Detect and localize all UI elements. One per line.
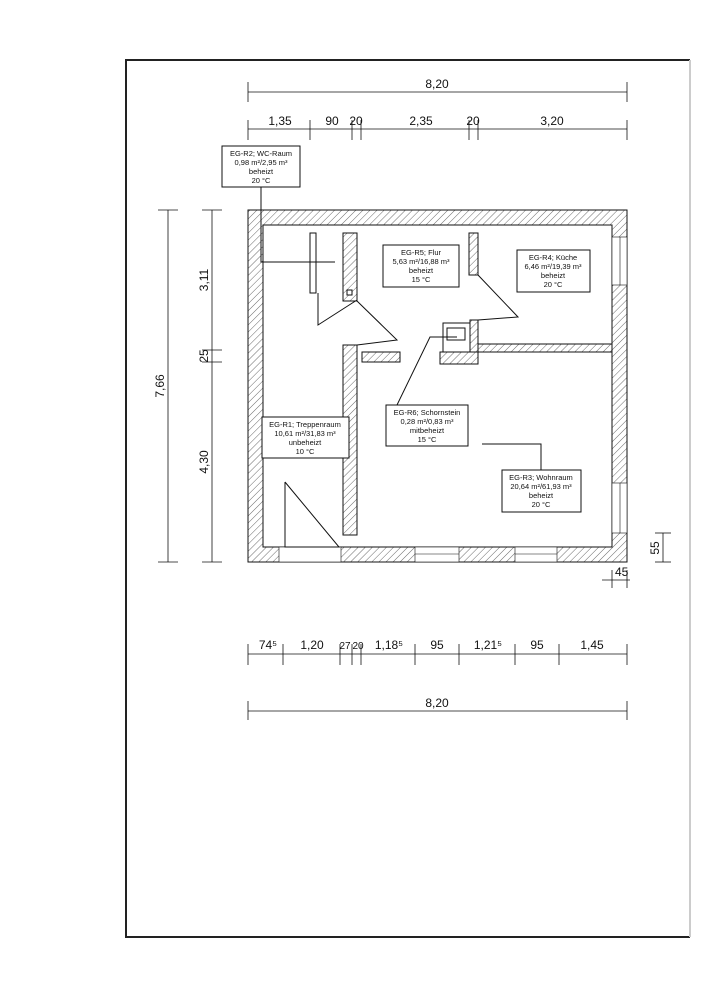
dim-left-1: 3,11 (197, 268, 211, 291)
dim-bottom-8: 95 (530, 638, 544, 652)
svg-text:0,28 m²/0,83 m³: 0,28 m²/0,83 m³ (401, 417, 454, 426)
dim-right-wall: 45 (615, 565, 629, 579)
svg-text:beheizt: beheizt (529, 491, 554, 500)
dim-top-4: 2,35 (409, 114, 433, 128)
svg-text:EG-R3; Wohnraum: EG-R3; Wohnraum (509, 473, 573, 482)
dim-bottom-2: 1,20 (300, 638, 324, 652)
svg-text:EG-R5; Flur: EG-R5; Flur (401, 248, 442, 257)
dim-bottom-6: 95 (430, 638, 444, 652)
building (247, 209, 628, 563)
top-dimensions (247, 82, 628, 140)
svg-text:20 °C: 20 °C (544, 280, 563, 289)
dim-top-total: 8,20 (425, 77, 449, 91)
svg-text:EG-R6; Schornstein: EG-R6; Schornstein (394, 408, 461, 417)
svg-text:5,63 m²/16,88 m³: 5,63 m²/16,88 m³ (392, 257, 450, 266)
right-dimensions (602, 532, 671, 588)
svg-text:beheizt: beheizt (541, 271, 566, 280)
svg-text:10 °C: 10 °C (296, 447, 315, 456)
room-label-wc: EG-R2; WC-Raum 0,98 m²/2,95 m³ beheizt 2… (221, 145, 301, 188)
room-label-schornstein: EG-R6; Schornstein 0,28 m²/0,83 m³ mitbe… (385, 404, 469, 447)
svg-text:EG-R1; Treppenraum: EG-R1; Treppenraum (269, 420, 341, 429)
svg-text:6,46 m²/19,39 m³: 6,46 m²/19,39 m³ (524, 262, 582, 271)
svg-text:mitbeheizt: mitbeheizt (410, 426, 445, 435)
dim-bottom-1: 74⁵ (259, 638, 277, 652)
dim-left-2: 25 (197, 349, 211, 363)
room-label-treppenraum: EG-R1; Treppenraum 10,61 m²/31,83 m³ unb… (261, 416, 350, 459)
dim-top-6: 3,20 (540, 114, 564, 128)
dim-top-2: 90 (325, 114, 339, 128)
svg-text:15 °C: 15 °C (412, 275, 431, 284)
svg-text:15 °C: 15 °C (418, 435, 437, 444)
dim-bottom-5: 1,18⁵ (375, 638, 403, 652)
dim-bottom-4: 20 (352, 641, 364, 652)
svg-text:EG-R2; WC-Raum: EG-R2; WC-Raum (230, 149, 292, 158)
svg-text:20 °C: 20 °C (252, 176, 271, 185)
svg-text:10,61 m²/31,83 m³: 10,61 m²/31,83 m³ (274, 429, 336, 438)
room-label-wohnraum: EG-R3; Wohnraum 20,64 m²/61,93 m³ beheiz… (501, 469, 582, 513)
dim-bottom-total: 8,20 (425, 696, 449, 710)
leader-lines (260, 187, 542, 470)
svg-text:beheizt: beheizt (409, 266, 434, 275)
svg-text:unbeheizt: unbeheizt (289, 438, 322, 447)
svg-text:20,64 m²/61,93 m³: 20,64 m²/61,93 m³ (510, 482, 572, 491)
dim-left-total: 7,66 (153, 374, 167, 398)
svg-text:20 °C: 20 °C (532, 500, 551, 509)
dim-top-1: 1,35 (268, 114, 292, 128)
bottom-dimensions (247, 644, 628, 720)
dim-right-sill: 55 (648, 541, 662, 555)
svg-text:0,98 m²/2,95 m³: 0,98 m²/2,95 m³ (235, 158, 288, 167)
svg-text:EG-R4; Küche: EG-R4; Küche (529, 253, 577, 262)
dim-bottom-9: 1,45 (580, 638, 604, 652)
dim-bottom-7: 1,21⁵ (474, 638, 502, 652)
svg-text:beheizt: beheizt (249, 167, 274, 176)
room-label-kueche: EG-R4; Küche 6,46 m²/19,39 m³ beheizt 20… (516, 249, 591, 293)
left-dimensions (158, 209, 222, 563)
dim-bottom-3: 27 (339, 641, 351, 652)
room-label-flur: EG-R5; Flur 5,63 m²/16,88 m³ beheizt 15 … (382, 244, 460, 288)
page-frame (125, 59, 691, 938)
dim-top-5: 20 (466, 114, 480, 128)
dim-left-3: 4,30 (197, 450, 211, 474)
dim-top-3: 20 (349, 114, 363, 128)
